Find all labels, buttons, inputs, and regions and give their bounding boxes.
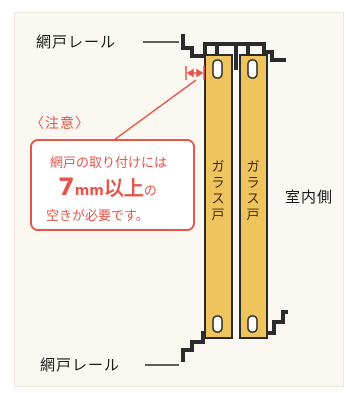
top-rail-label: 網戸レール (36, 33, 117, 51)
room-side-label: 室内側 (285, 188, 334, 206)
warning-measure: 7mm以上の (58, 172, 157, 201)
glass-door-left-label: ガラス戸 (211, 160, 225, 223)
bottom-rail-label: 網戸レール (40, 356, 121, 374)
warning-box: 網戸の取り付けには 7mm以上の 空きが必要です。 (30, 139, 195, 231)
glass-door-left (204, 54, 233, 339)
top-rail-profile (181, 34, 286, 70)
measure-word: 以上 (103, 176, 144, 200)
gap-dimension-marker (185, 66, 205, 80)
glass-door-right (239, 54, 268, 339)
note-leader-line (113, 79, 197, 141)
glass-door-right-label: ガラス戸 (246, 160, 260, 223)
warning-line-3: 空きが必要です。 (46, 209, 149, 224)
measure-number: 7 (58, 173, 75, 201)
bottom-rail-profile (181, 310, 288, 362)
measure-unit: mm (74, 183, 104, 199)
note-title: 〈注意〉 (30, 116, 90, 132)
measure-suffix: の (143, 184, 157, 199)
warning-line-1: 網戸の取り付けには (50, 156, 168, 171)
